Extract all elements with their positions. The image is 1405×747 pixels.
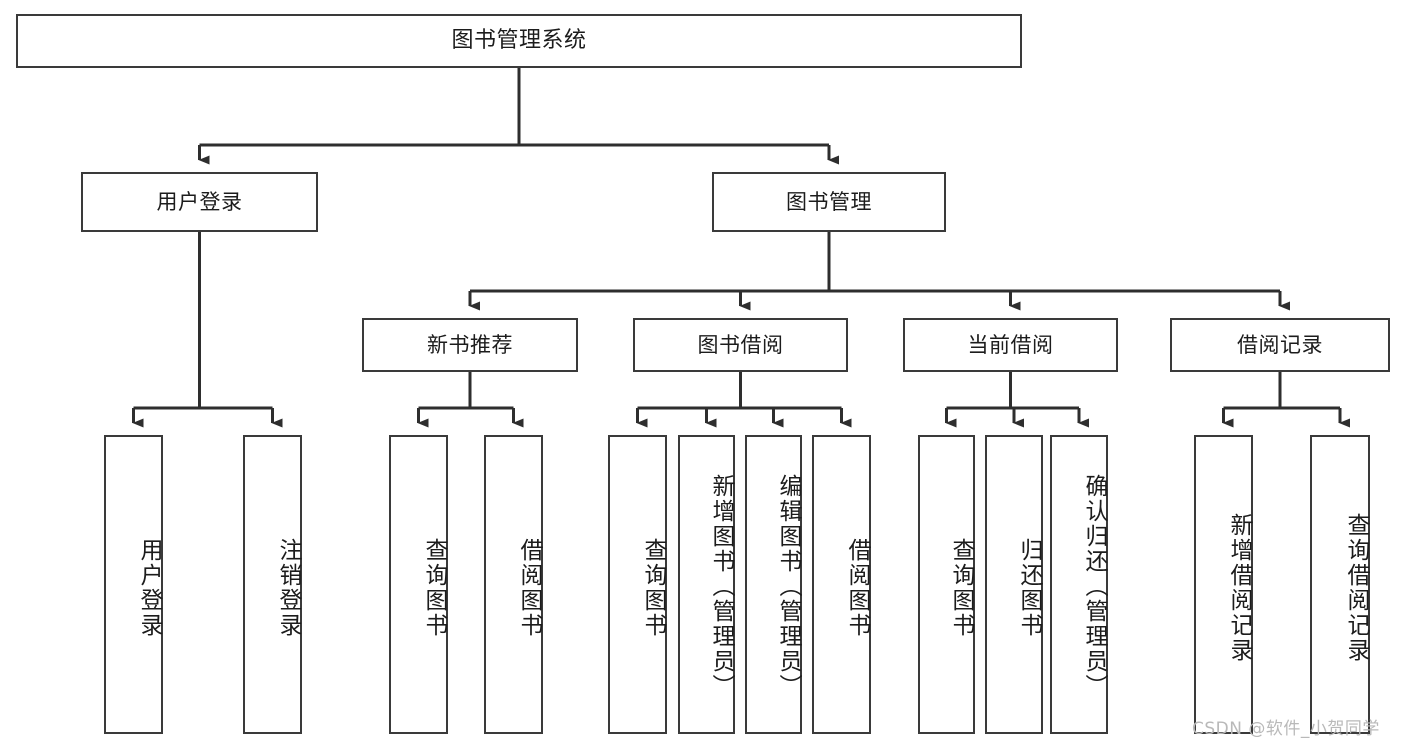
leaf-borrow-query-book[interactable]: 查询图书 [608,435,667,734]
node-book-management[interactable]: 图书管理 [712,172,946,232]
leaf-current-query-book[interactable]: 查询图书 [918,435,975,734]
leaf-borrow-borrow-book[interactable]: 借阅图书 [812,435,871,734]
node-book-borrow[interactable]: 图书借阅 [633,318,848,372]
leaf-user-logout[interactable]: 注销登录 [243,435,302,734]
node-user-login[interactable]: 用户登录 [81,172,318,232]
node-new-book-recommend[interactable]: 新书推荐 [362,318,578,372]
leaf-record-add-borrow-record[interactable]: 新增借阅记录 [1194,435,1253,734]
node-root[interactable]: 图书管理系统 [16,14,1022,68]
leaf-borrow-add-book-admin[interactable]: 新增图书（管理员） [678,435,735,734]
node-borrow-record[interactable]: 借阅记录 [1170,318,1390,372]
leaf-newbook-borrow-book[interactable]: 借阅图书 [484,435,543,734]
leaf-newbook-query-book[interactable]: 查询图书 [389,435,448,734]
csdn-watermark: CSDN @软件_小贺同学 [1192,719,1380,739]
node-current-borrow[interactable]: 当前借阅 [903,318,1118,372]
leaf-user-login[interactable]: 用户登录 [104,435,163,734]
leaf-current-confirm-return-admin[interactable]: 确认归还（管理员） [1050,435,1108,734]
leaf-borrow-edit-book-admin[interactable]: 编辑图书（管理员） [745,435,802,734]
leaf-record-query-borrow-record[interactable]: 查询借阅记录 [1310,435,1370,734]
leaf-current-return-book[interactable]: 归还图书 [985,435,1043,734]
